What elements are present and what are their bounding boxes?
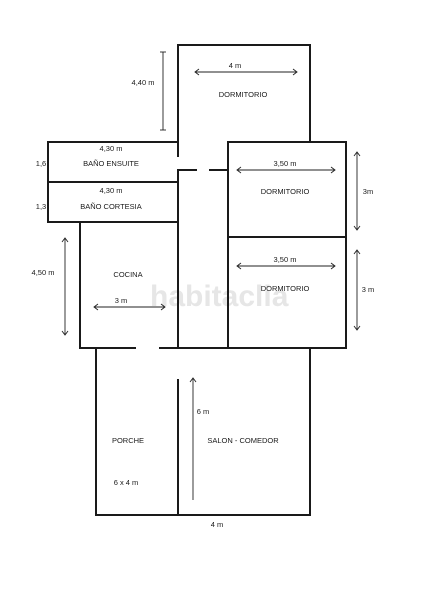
- dim-label-salon-height: 6 m: [197, 407, 210, 416]
- dim-label-cocina-height: 4,50 m: [32, 268, 55, 277]
- room-label-bano-cortesia: BAÑO CORTESIA: [80, 202, 142, 211]
- room-label-porche: PORCHE: [112, 436, 144, 445]
- room-label-dormitorio-top: DORMITORIO: [219, 90, 268, 99]
- dim-label-porche-size: 6 x 4 m: [114, 478, 139, 487]
- dim-label-top-width: 4 m: [229, 61, 242, 70]
- dim-label-bottom-width: 4 m: [211, 520, 224, 529]
- room-labels: DORMITORIO BAÑO ENSUITE BAÑO CORTESIA DO…: [80, 90, 309, 445]
- dim-label-dorm-mid-height: 3m: [363, 187, 373, 196]
- dim-label-cocina-width: 3 m: [115, 296, 128, 305]
- room-label-dormitorio-low: DORMITORIO: [261, 284, 310, 293]
- room-label-bano-ensuite: BAÑO ENSUITE: [83, 159, 139, 168]
- dim-label-cortesia-height: 1,3: [36, 202, 46, 211]
- dim-label-ensuite-height: 1,6: [36, 159, 46, 168]
- dimension-lines: [61, 51, 361, 500]
- room-label-salon-comedor: SALON - COMEDOR: [207, 436, 279, 445]
- watermark-logo: habitaclia: [150, 280, 289, 313]
- dim-label-ensuite-width: 4,30 m: [100, 144, 123, 153]
- room-label-cocina: COCINA: [113, 270, 142, 279]
- dim-label-cortesia-width: 4,30 m: [100, 186, 123, 195]
- dim-label-dorm-mid-width: 3,50 m: [274, 159, 297, 168]
- dim-label-dorm-low-width: 3,50 m: [274, 255, 297, 264]
- room-label-dormitorio-mid: DORMITORIO: [261, 187, 310, 196]
- dim-label-dorm-low-height: 3 m: [362, 285, 375, 294]
- dimension-labels: 4,40 m 4 m 4,30 m 1,6 4,30 m 1,3 3,50 m …: [32, 61, 375, 529]
- dim-label-top-height: 4,40 m: [132, 78, 155, 87]
- walls: [47, 44, 347, 516]
